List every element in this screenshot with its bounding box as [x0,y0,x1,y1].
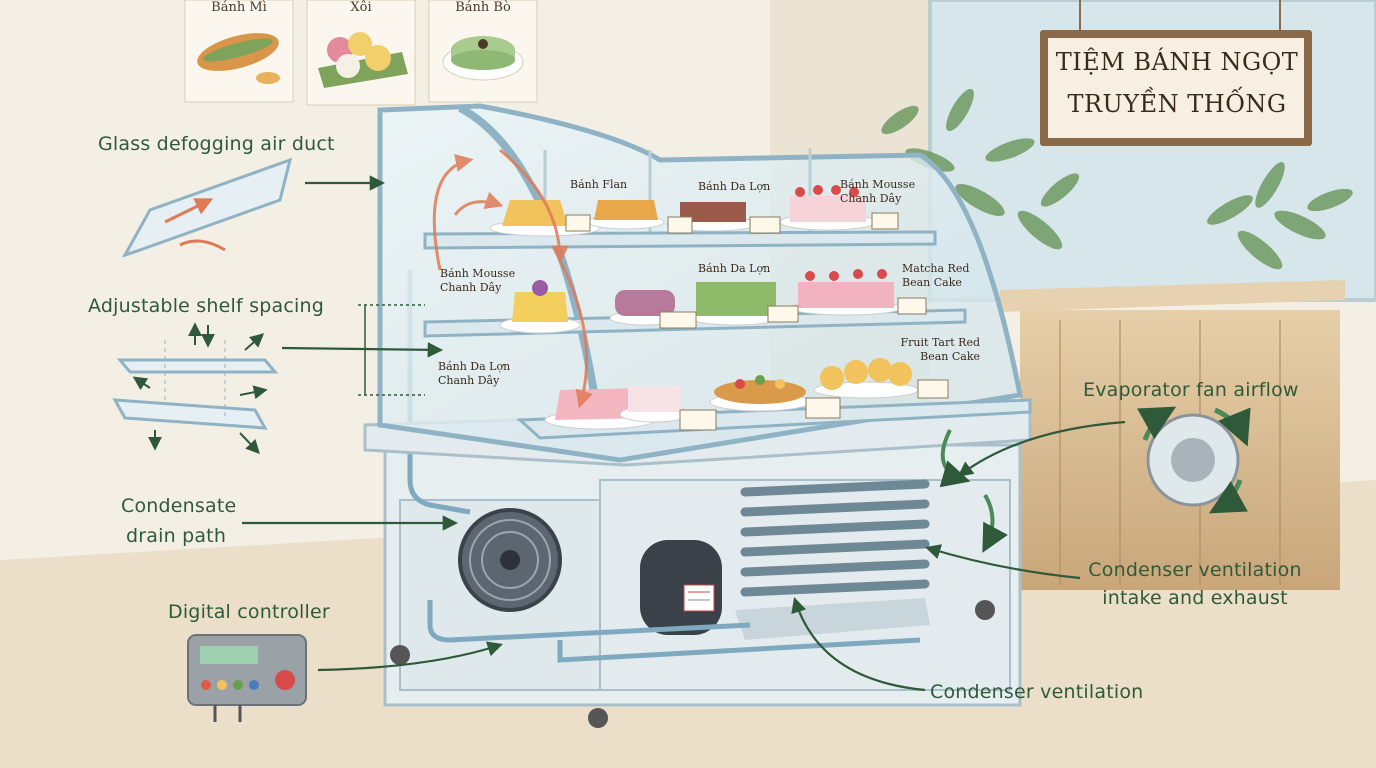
drain-tray [735,598,930,640]
poster-xoi [306,0,416,106]
condenser-fan [458,508,562,612]
callout-glass-defogging: Glass defogging air duct [98,133,335,155]
callout-condenser-ventilation: Condenser ventilation [930,681,1144,703]
poster-label-1: Bánh Mì [211,0,267,15]
callout-digital-controller: Digital controller [168,601,330,623]
leader-controller [317,641,503,672]
cakes-middle-shelf [499,269,902,334]
evaporator-fan-icon [1137,406,1251,514]
price-tags [565,212,949,431]
shop-sign-line-1: TIỆM BÁNH NGỌT [1055,48,1299,76]
leader-condenser-intake [925,544,1081,580]
callout-evaporator-fan: Evaporator fan airflow [1083,379,1299,401]
item-label-top-2: Bánh Da Lợn [698,180,771,193]
counter-top [1000,280,1345,312]
poster-banh-mi [184,0,294,103]
item-label-top-1: Bánh Flan [570,178,628,191]
callout-condenser-intake-line-2: intake and exhaust [1102,587,1288,609]
leader-condenser [791,597,926,692]
callout-adjustable-shelf: Adjustable shelf spacing [88,295,324,317]
poster-label-3: Bánh Bò [455,0,511,15]
poster-banh-bo [428,0,538,103]
item-label-middle-1: Bánh Mousse Chanh Dây [440,267,516,294]
cakes-top-shelf [489,185,877,237]
callout-condensate-line-2: drain path [126,525,227,547]
digital-controller [187,634,307,722]
item-label-bottom-1: Bánh Da Lợn Chanh Dây [438,360,511,387]
callout-condensate-line-1: Condensate [121,495,237,517]
item-label-middle-2: Bánh Da Lợn [698,262,771,275]
poster-label-2: Xôi [350,0,372,15]
leader-evaporator [957,420,1126,477]
compressor [640,540,722,635]
duct-sketch [121,157,293,258]
shop-sign-line-2: TRUYỀN THỐNG [1067,90,1287,118]
item-label-middle-3: Matcha Red Bean Cake [902,262,970,289]
shelf-sketch [112,322,279,455]
drain-pipe [407,270,471,515]
shop-sign-board [1048,38,1304,138]
item-label-bottom-2: Fruit Tart Red Bean Cake [900,336,980,363]
leader-shelf-spacing [281,342,444,358]
plant-right [1207,162,1353,270]
condenser-coil [740,479,930,597]
item-label-top-3: Bánh Mousse Chanh Dây [840,178,916,205]
callout-condenser-intake-line-1: Condenser ventilation [1088,559,1302,581]
